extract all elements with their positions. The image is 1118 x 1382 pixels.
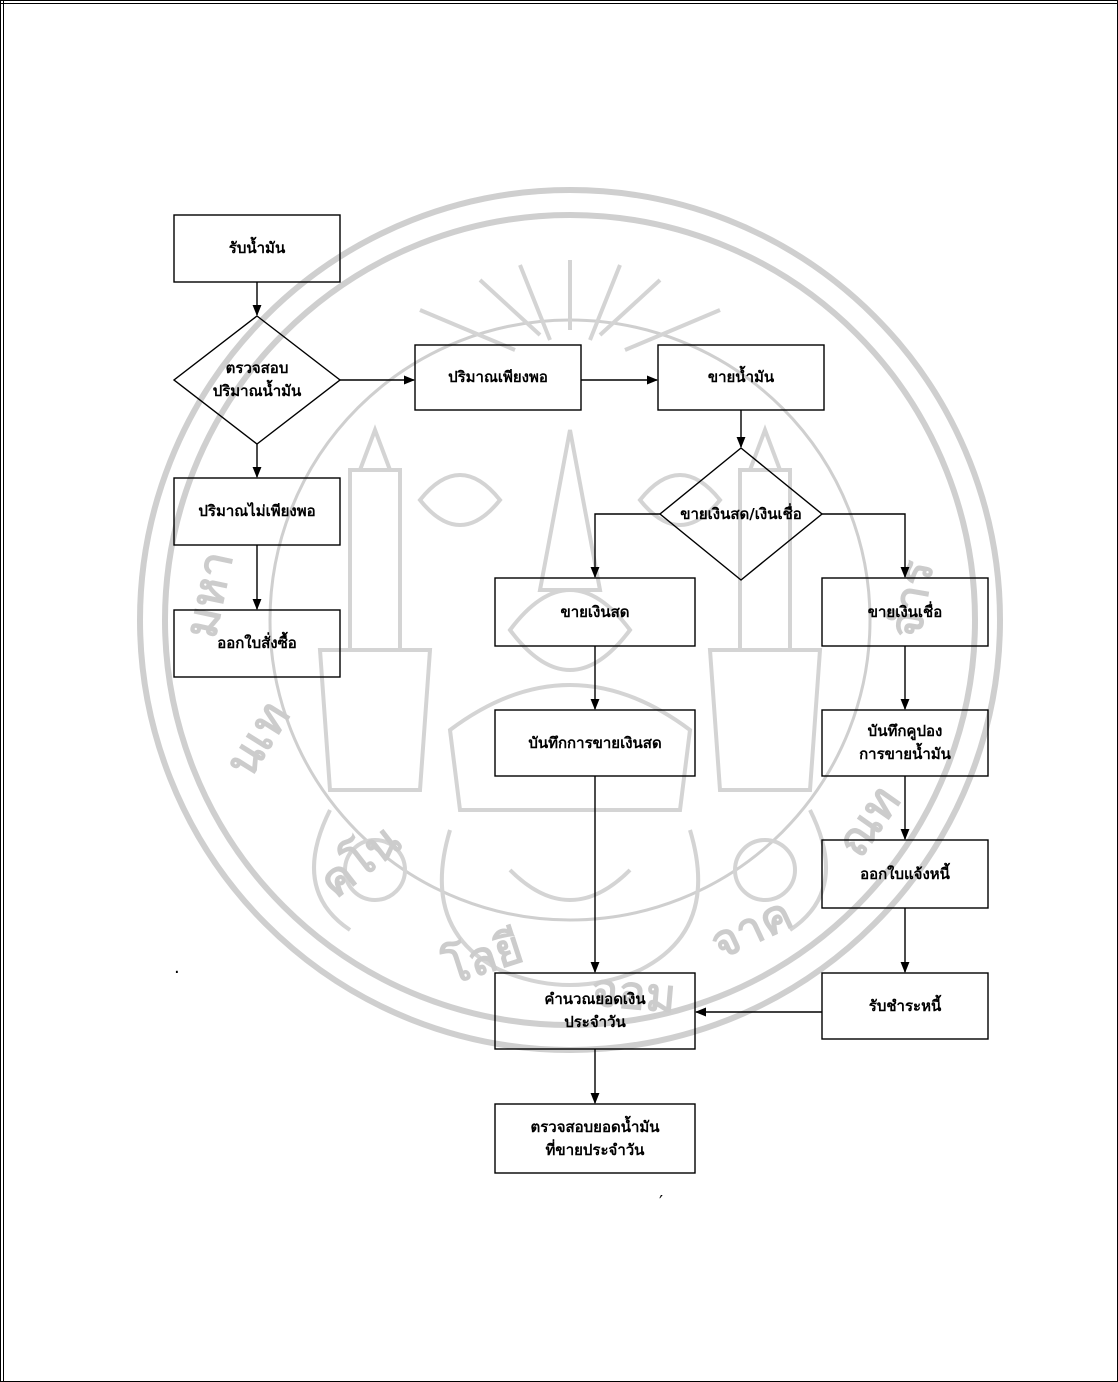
- diamond-cash-or-credit: [658, 447, 824, 581]
- label-receive-oil: รับน้ำมัน: [228, 239, 286, 257]
- label-receive-payment: รับชำระหนี้: [868, 996, 942, 1015]
- label-record-cash-sale: บันทึกการขายเงินสด: [528, 733, 662, 752]
- label-record-coupon: บันทึกคูปอง การขายน้ำมัน: [859, 722, 951, 763]
- scan-edge-top: [0, 3, 1118, 4]
- label-cash-sale: ขายเงินสด: [560, 602, 630, 621]
- connector-8: [822, 513, 910, 579]
- label-sell-oil: ขายน้ำมัน: [707, 368, 775, 386]
- connector-7: [590, 513, 660, 579]
- label-issue-purchase-order: ออกใบสั่งซื้อ: [217, 634, 297, 652]
- label-check-oil-quantity: ตรวจสอบ ปริมาณน้ำมัน: [212, 359, 302, 400]
- label-calculate-daily-cash: คำนวณยอดเงิน ประจำวัน: [544, 990, 646, 1031]
- label-quantity-sufficient: ปริมาณเพียงพอ: [448, 368, 548, 386]
- label-cash-or-credit: ขายเงินสด/เงินเชื่อ: [680, 504, 802, 523]
- stray-tick: ′: [659, 1192, 664, 1213]
- label-credit-sale: ขายเงินเชื่อ: [867, 602, 943, 621]
- label-check-daily-oil-sold: ตรวจสอบยอดน้ำมัน ที่ขายประจำวัน: [530, 1117, 660, 1159]
- label-quantity-insufficient: ปริมาณไม่เพียงพอ: [198, 502, 316, 520]
- scan-edge-left: [3, 0, 4, 1382]
- stray-dot: ·: [174, 962, 180, 983]
- label-issue-invoice: ออกใบแจ้งหนี้: [860, 864, 950, 883]
